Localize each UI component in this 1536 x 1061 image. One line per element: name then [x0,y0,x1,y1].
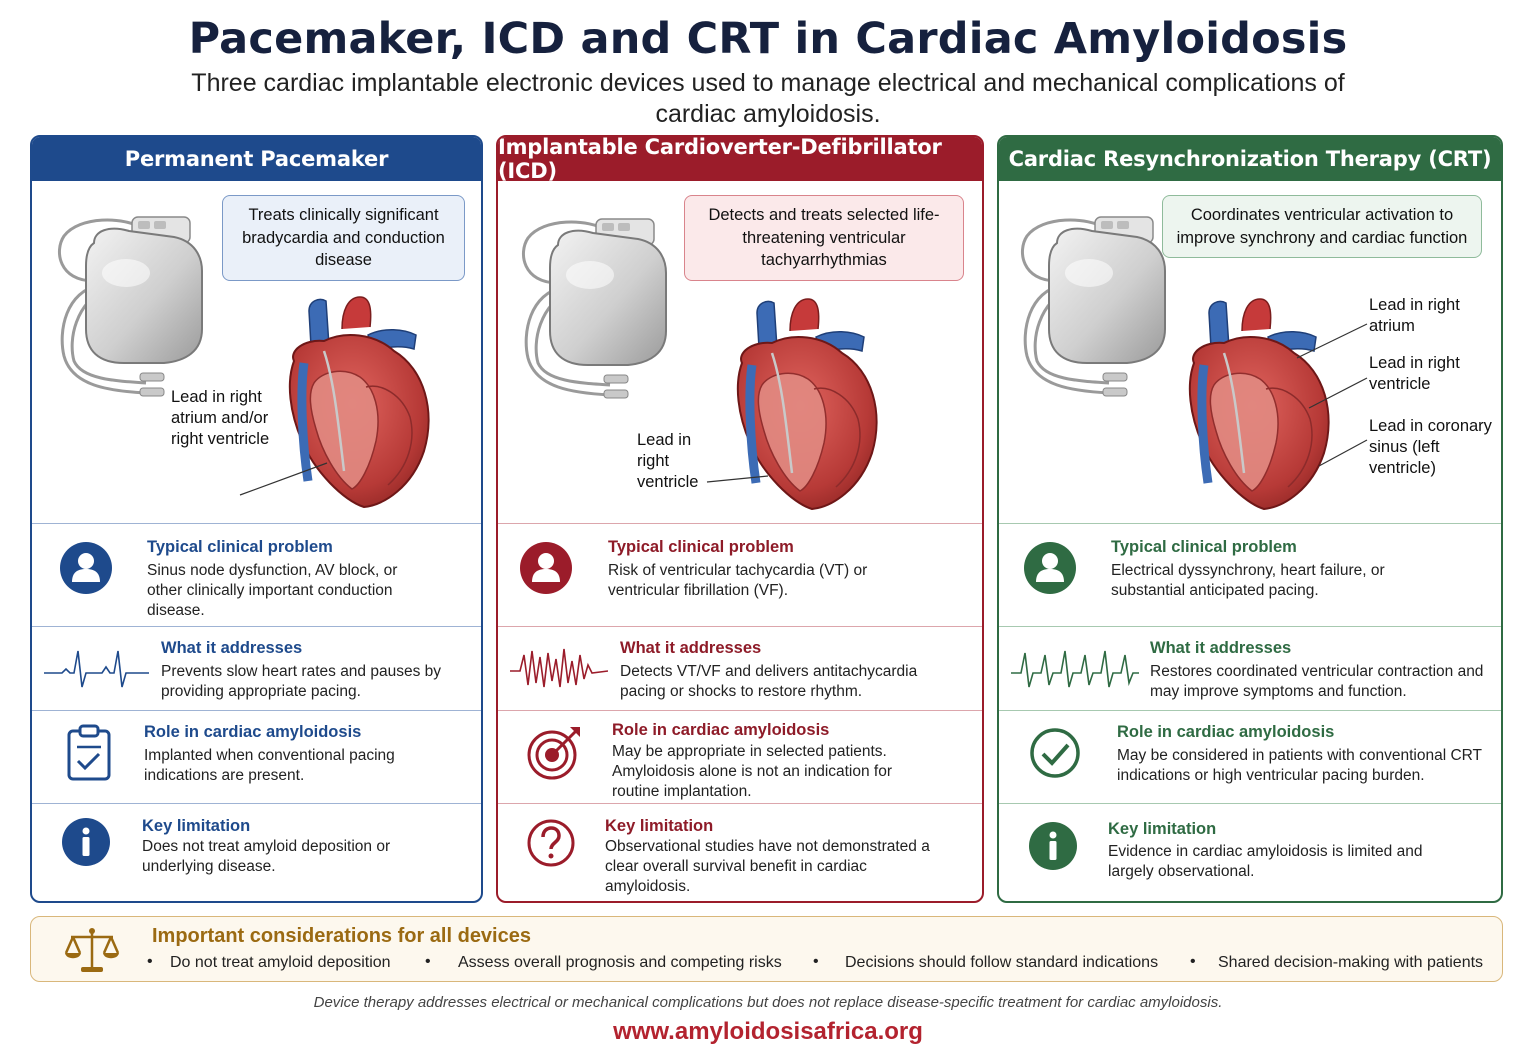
info-icon [62,818,110,866]
ecg-slow-icon [44,650,149,688]
crt-role: Role in cardiac amyloidosis May be consi… [999,711,1501,804]
ecg-paced-icon [1011,650,1139,688]
target-icon [527,727,580,780]
pacemaker-column: Permanent Pacemaker Treats clinically si… [30,135,483,903]
crt-lead-cs-label: Lead in coronary sinus (left ventricle) [1369,417,1492,477]
page-subtitle: Three cardiac implantable electronic dev… [191,69,1345,128]
icd-clinical-problem: Typical clinical problem Risk of ventric… [498,524,982,627]
question-icon [527,819,575,867]
patient-icon [520,542,572,594]
website-link[interactable]: www.amyloidosisafrica.org [613,1018,923,1045]
check-circle-icon [1030,728,1080,778]
icd-column: Implantable Cardioverter-Defibrillator (… [496,135,984,903]
crt-illustration: Coordinates ventricular activation to im… [999,181,1501,524]
consideration-item: Shared decision-making with patients [1218,954,1484,971]
icd-lead-label: Lead in right ventricle [637,431,699,491]
considerations-title: Important considerations for all devices [152,925,531,947]
pacemaker-limitation: Key limitation Does not treat amyloid de… [32,804,481,901]
icd-what-it-addresses: What it addresses Detects VT/VF and deli… [498,627,982,711]
crt-column: Cardiac Resynchronization Therapy (CRT) … [997,135,1503,903]
crt-header: Cardiac Resynchronization Therapy (CRT) [999,137,1501,181]
scales-icon [64,928,120,972]
icd-device-image [521,217,668,400]
crt-limitation: Key limitation Evidence in cardiac amylo… [999,804,1501,901]
icd-role: Role in cardiac amyloidosis May be appro… [498,711,982,804]
crt-lead-ra-label: Lead in right atrium [1369,296,1460,335]
crt-device-image [1020,215,1167,398]
info-icon [1029,822,1077,870]
icd-illustration: Detects and treats selected life-threate… [498,181,982,524]
ecg-fibrillation-icon [510,648,608,688]
icd-header: Implantable Cardioverter-Defibrillator (… [498,137,982,183]
crt-lead-rv-label: Lead in right ventricle [1369,354,1460,393]
crt-what-it-addresses: What it addresses Restores coordinated v… [999,627,1501,711]
consideration-item: Assess overall prognosis and competing r… [458,954,782,971]
considerations-panel: Important considerations for all devices… [30,916,1503,982]
clipboard-check-icon [67,724,111,781]
pacemaker-callout: Treats clinically significant bradycardi… [222,195,465,281]
pacemaker-device-image [57,215,204,398]
pacemaker-what-it-addresses: What it addresses Prevents slow heart ra… [32,627,481,711]
pacemaker-header: Permanent Pacemaker [32,137,481,181]
crt-clinical-problem: Typical clinical problem Electrical dyss… [999,524,1501,627]
footnote: Device therapy addresses electrical or m… [313,994,1223,1011]
consideration-item: Do not treat amyloid deposition [170,954,391,971]
patient-icon [1024,542,1076,594]
pacemaker-lead-label: Lead in right atrium and/or right ventri… [171,388,270,448]
consideration-item: Decisions should follow standard indicat… [845,954,1159,971]
pacemaker-clinical-problem: Typical clinical problem Sinus node dysf… [32,524,481,627]
crt-callout: Coordinates ventricular activation to im… [1162,195,1482,258]
icd-callout: Detects and treats selected life-threate… [684,195,964,281]
icd-limitation: Key limitation Observational studies hav… [498,804,982,901]
pacemaker-role: Role in cardiac amyloidosis Implanted wh… [32,711,481,804]
page-title: Pacemaker, ICD and CRT in Cardiac Amyloi… [188,14,1348,64]
pacemaker-illustration: Treats clinically significant bradycardi… [32,181,481,524]
patient-icon [60,542,112,594]
